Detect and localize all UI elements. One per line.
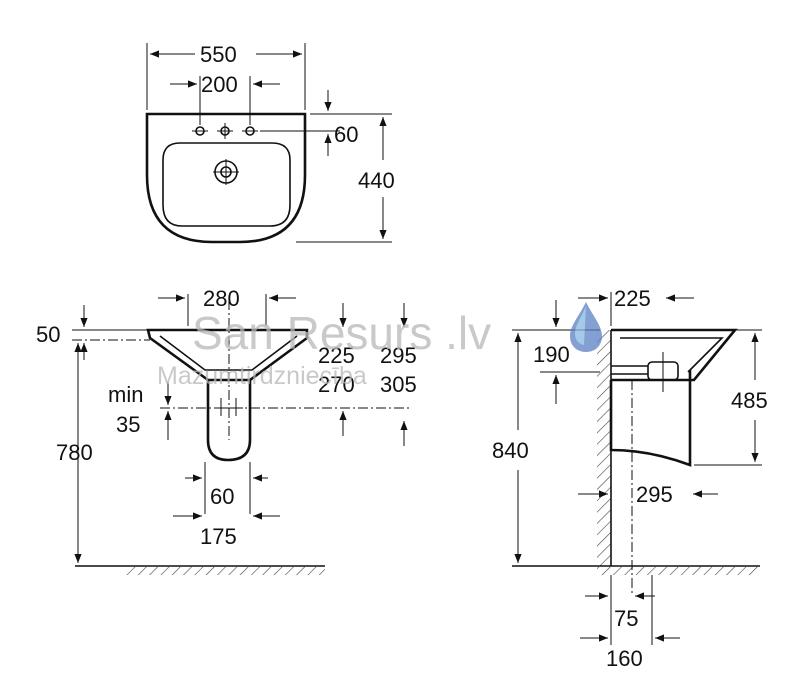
side-view: 225 190 840 485 295 75 160 [492,286,768,671]
basin-outline-top [145,112,307,244]
dim-b1: 295 [380,343,417,368]
front-view: 280 50 780 min 35 225 270 295 305 60 [36,286,417,575]
dim-min-label: min [108,382,143,407]
dim-depth: 440 [358,168,395,193]
watermark-brand: San Resurs .lv [192,307,491,359]
dim-pedestal-base: 175 [200,524,237,549]
dim-side-height: 840 [492,438,529,463]
dim-rim-thickness: 50 [36,322,60,347]
water-drop-icon [570,302,602,352]
dim-wall-offset: 225 [614,286,651,311]
watermark: San Resurs .lv Mazumtirdzniecība [157,302,602,390]
tap-holes-icon [192,123,258,139]
pedestal-side [609,370,692,467]
trap-fitting-icon [611,352,679,392]
dim-tap-spacing: 200 [201,72,238,97]
dim-waste-offset: 75 [614,606,638,631]
drain-icon [213,159,239,185]
dim-rim-drop: 190 [533,342,570,367]
dim-b2: 305 [380,372,417,397]
dim-front-height: 780 [56,440,93,465]
dim-top-width: 550 [200,42,237,67]
dim-front-top-width: 280 [203,286,240,311]
dim-a1: 225 [318,343,355,368]
watermark-tagline: Mazumtirdzniecība [157,362,367,390]
dim-tap-offset: 60 [334,122,358,147]
dim-basin-height: 485 [731,388,768,413]
dim-pedestal-depth: 295 [636,482,673,507]
basin-bowl-top [162,142,291,227]
dim-waste-width: 60 [210,484,234,509]
dim-a2: 270 [318,372,355,397]
dim-base-depth: 160 [606,646,643,671]
top-view: 550 200 60 440 [145,42,395,244]
pedestal-front [206,380,252,462]
wall-hatch [597,330,611,566]
dim-min-value: 35 [116,412,140,437]
